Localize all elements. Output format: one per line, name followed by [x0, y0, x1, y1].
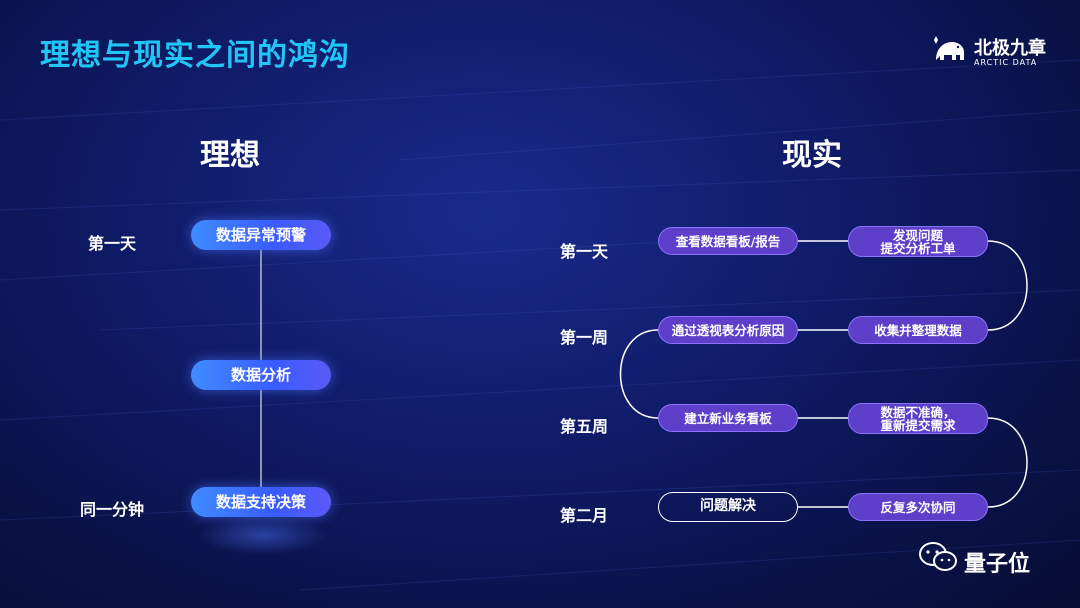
- reality-step-resolved: 问题解决: [658, 492, 798, 522]
- reality-step-view-dashboard: 查看数据看板/报告: [658, 227, 798, 255]
- reality-step-data-inaccurate-line1: 数据不准确，: [880, 405, 956, 420]
- reality-step-find-problem-line2: 提交分析工单: [880, 241, 956, 256]
- reality-label-week1: 第一周: [560, 328, 609, 347]
- ideal-step-analysis: 数据分析: [191, 360, 331, 390]
- ideal-heading: 理想: [200, 138, 260, 173]
- reality-step-data-inaccurate-line2: 重新提交需求: [880, 418, 956, 433]
- reality-label-week5: 第五周: [560, 417, 609, 436]
- reality-label-month2: 第二月: [560, 506, 609, 525]
- reality-flow-lines: [619, 240, 1028, 508]
- ideal-glow: [198, 515, 328, 555]
- ideal-step-decision: 数据支持决策: [191, 487, 331, 517]
- reality-step-repeat-coordination: 反复多次协同: [848, 493, 988, 521]
- reality-step-build-dashboard: 建立新业务看板: [658, 404, 798, 432]
- reality-step-data-inaccurate: 数据不准确， 重新提交需求: [848, 403, 988, 434]
- ideal-step-alert: 数据异常预警: [191, 220, 331, 250]
- reality-heading: 现实: [782, 138, 842, 173]
- watermark: 量子位: [918, 540, 1058, 580]
- reality-step-find-problem: 发现问题 提交分析工单: [848, 226, 988, 257]
- watermark-text: 量子位: [964, 552, 1031, 577]
- reality-label-day1: 第一天: [560, 242, 609, 261]
- logo-name-cn: 北极九章: [974, 38, 1046, 59]
- reality-step-collect-data: 收集并整理数据: [848, 316, 988, 344]
- ideal-label-same-minute: 同一分钟: [80, 500, 145, 519]
- ideal-label-day1: 第一天: [88, 234, 137, 253]
- logo-name-en: ARCTIC DATA: [974, 58, 1038, 67]
- reality-step-pivot-analysis: 通过透视表分析原因: [658, 316, 798, 344]
- reality-step-find-problem-line1: 发现问题: [892, 228, 943, 243]
- polar-bear-icon: [934, 36, 964, 60]
- wechat-icon: [919, 542, 957, 571]
- brand-logo: 北极九章 ARCTIC DATA: [930, 30, 1050, 74]
- page-title: 理想与现实之间的鸿沟: [40, 38, 350, 73]
